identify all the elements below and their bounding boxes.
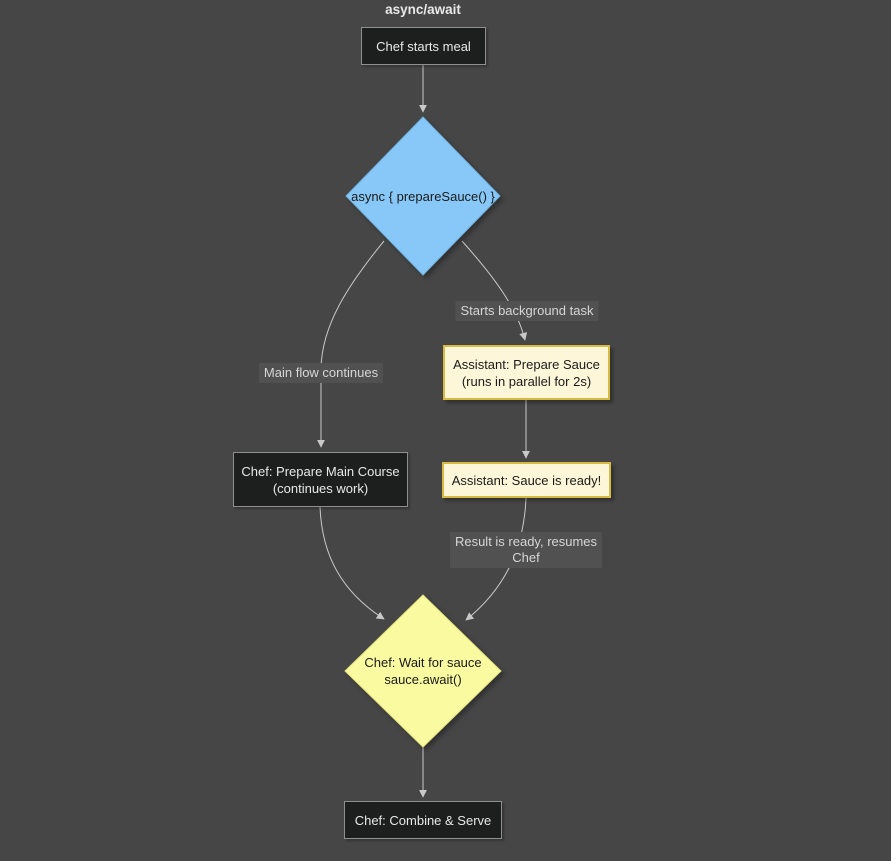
edge-async-to-prepare-sauce	[461, 240, 528, 341]
edge-label-starts-background-task: Starts background task	[455, 301, 599, 321]
node-label-line1: Chef: Prepare Main Course	[241, 463, 400, 479]
node-assistant-prepare-sauce: Assistant: Prepare Sauce (runs in parall…	[443, 345, 610, 400]
diagram-title: async/await	[385, 2, 461, 17]
node-label-line2: (continues work)	[272, 480, 369, 496]
node-label-line2: (runs in parallel for 2s)	[461, 373, 592, 389]
node-label: Assistant: Sauce is ready!	[451, 472, 602, 488]
edge-async-to-main-course	[317, 240, 385, 448]
node-chef-combine-serve: Chef: Combine & Serve	[344, 801, 502, 839]
edge-label-text: Starts background task	[460, 303, 594, 318]
node-label-line1: Assistant: Prepare Sauce	[453, 356, 600, 372]
wait-decision-diamond	[344, 594, 502, 748]
node-label: Chef: Combine & Serve	[354, 812, 492, 828]
edge-label-main-flow-continues: Main flow continues	[258, 363, 384, 383]
edge-label-line2: Chef	[512, 550, 540, 565]
edge-label-line1: Result is ready, resumes	[454, 534, 598, 549]
edge-label-result-ready: Result is ready, resumes Chef	[449, 532, 603, 568]
node-label: Chef starts meal	[376, 38, 471, 54]
node-chef-prepare-main-course: Chef: Prepare Main Course (continues wor…	[233, 452, 408, 507]
node-chef-starts-meal: Chef starts meal	[361, 27, 486, 65]
async-decision-diamond	[345, 116, 501, 276]
edge-main-course-to-wait	[319, 506, 385, 620]
node-assistant-sauce-ready: Assistant: Sauce is ready!	[442, 462, 611, 498]
edge-label-text: Main flow continues	[263, 365, 379, 380]
